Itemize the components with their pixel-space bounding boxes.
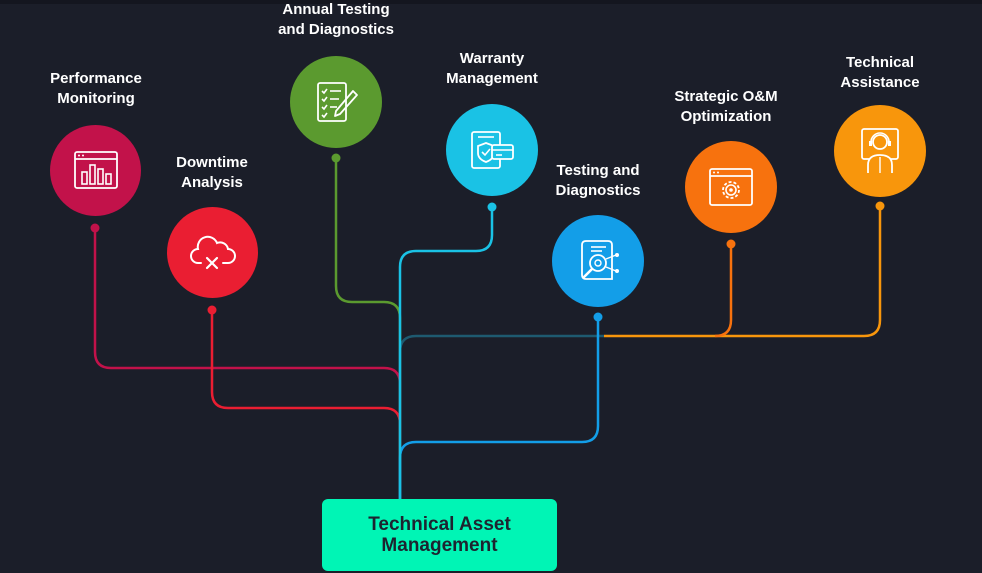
gear-browser-icon — [709, 168, 753, 206]
label-performance-monitoring: Performance Monitoring — [50, 70, 142, 107]
root-title: Technical Asset Management — [368, 514, 511, 556]
label-strategic-om: Strategic O&M Optimization — [674, 88, 778, 125]
bar-chart-window-icon — [73, 150, 118, 189]
connector-annual-testing — [334, 158, 402, 500]
label-warranty-management: Warranty Management — [446, 50, 538, 87]
connector-dot-performance-monitoring — [90, 223, 100, 233]
label-technical-assistance: Technical Assistance — [840, 54, 920, 91]
connector-dot-downtime-analysis — [207, 305, 217, 315]
connector-strategic-om — [714, 244, 733, 338]
root-node-technical-asset-management: Technical Asset Management — [322, 499, 557, 571]
connector-dot-warranty-management — [487, 202, 497, 212]
connector-dot-technical-assistance — [875, 201, 885, 211]
connector-technical-assistance — [604, 206, 882, 338]
checklist-pencil-icon — [317, 82, 358, 122]
label-annual-testing: Annual Testing and Diagnostics — [278, 1, 394, 38]
node-downtime-analysis — [167, 207, 258, 298]
node-technical-assistance — [834, 105, 926, 197]
label-downtime-analysis: Downtime Analysis — [176, 154, 248, 191]
shield-card-icon — [471, 131, 514, 169]
connector-downtime-analysis — [210, 310, 402, 500]
node-annual-testing — [290, 56, 382, 148]
connector-dot-testing-diagnostics — [593, 312, 603, 322]
connector-warranty-management — [398, 207, 494, 500]
connector-dot-strategic-om — [726, 239, 736, 249]
top-border — [0, 0, 982, 4]
node-performance-monitoring — [50, 125, 141, 216]
connector-dot-annual-testing — [331, 153, 341, 163]
magnifier-document-icon — [581, 240, 619, 280]
connector-orange-trunk — [398, 334, 604, 500]
label-testing-diagnostics: Testing and Diagnostics — [555, 162, 641, 199]
node-strategic-om — [685, 141, 777, 233]
cloud-error-icon — [189, 235, 236, 269]
node-warranty-management — [446, 104, 538, 196]
node-testing-diagnostics — [552, 215, 644, 307]
support-agent-icon — [861, 128, 899, 173]
connector-testing-diagnostics — [398, 317, 600, 500]
